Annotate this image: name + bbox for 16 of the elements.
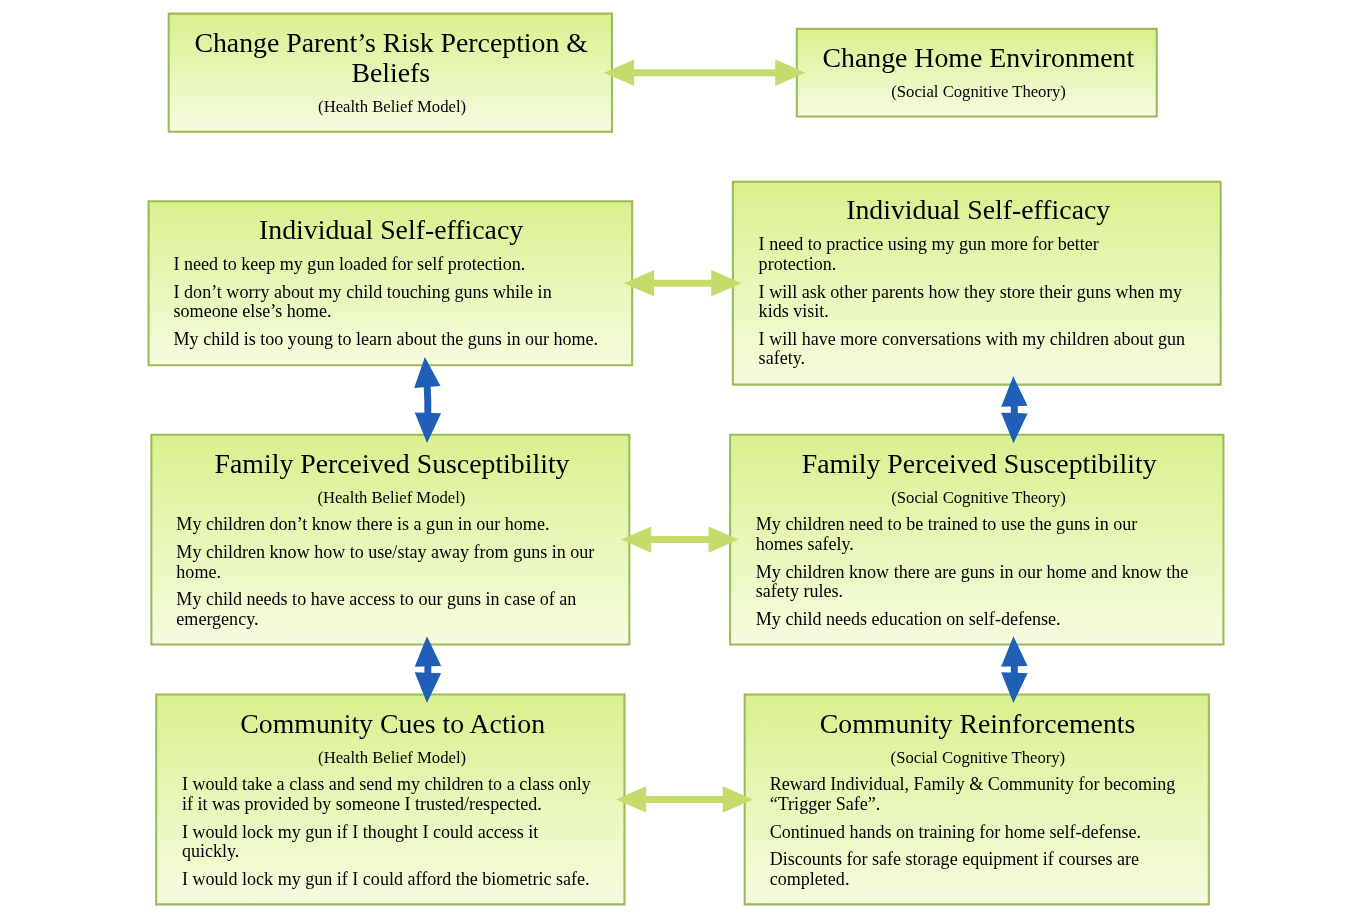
arrow (414, 356, 442, 444)
node-box: Change Home Environment (Social Cognitive Theory) (795, 27, 1158, 118)
arrow (603, 59, 806, 86)
node-box: Community Reinforcements (Social Cognitive Theory) Reward Individual, Family & Community for becoming “Trigger Safe”. Continued hands on training for home self-defense. Discounts for safe storage equipment if courses are completed. (743, 693, 1210, 906)
node-box: Individual Self-efficacy I need to practice using my gun more for better protection. I will ask other parents how they store their guns when my kids visit. I will have more conversations with my children about gun safety. (731, 180, 1222, 386)
node-box: Individual Self-efficacy I need to keep my gun loaded for self protection. I don’t worry about my child touching guns while in someone else’s home. My child is too young to learn about the guns in our home. (147, 200, 634, 367)
arrow (1001, 636, 1028, 703)
node-box: Family Perceived Susceptibility (Social Cognitive Theory) My children need to be trained to use the guns in our homes safely. My children know there are guns in our home and know the safety rules. My child needs education on self-defense. (729, 433, 1225, 646)
node-box: Family Perceived Susceptibility (Health Belief Model) My children don’t know there is a gun in our home. My children know how to use/stay away from guns in our home. My child needs to have access to our guns in case of an emergency. (150, 433, 631, 646)
arrow (615, 786, 753, 813)
arrow (1001, 376, 1028, 444)
arrow (414, 636, 442, 703)
arrow (621, 526, 739, 553)
arrow (623, 270, 742, 297)
node-box: Community Cues to Action (Health Belief Model) I would take a class and send my children to a class only if it was provided by someone I trusted/respected. I would lock my gun if I thought I could access it quickly. I would lock my gun if I could afford the biometric safe. (155, 693, 626, 906)
node-box: Change Parent’s Risk Perception & Beliefs (Health Belief Model) (167, 12, 614, 133)
